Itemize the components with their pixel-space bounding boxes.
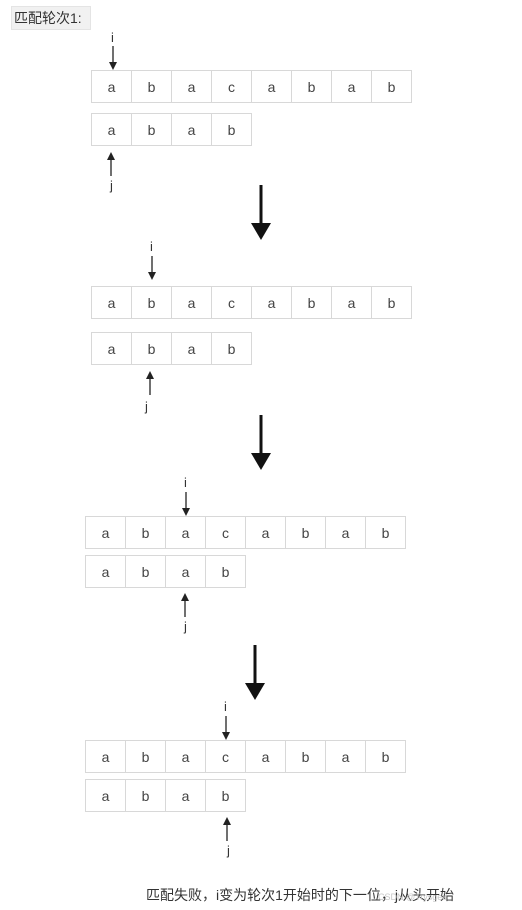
- text-cell: c: [205, 516, 246, 549]
- text-cell: a: [91, 70, 132, 103]
- text-cell: b: [285, 740, 326, 773]
- text-cell: a: [245, 516, 286, 549]
- down-arrow-icon: [251, 185, 271, 240]
- pointer-i-label: i: [150, 239, 153, 254]
- down-arrow-icon: [245, 645, 265, 700]
- text-row: a b a c a b a b: [91, 286, 412, 319]
- pattern-cell: a: [171, 332, 212, 365]
- text-cell: b: [371, 70, 412, 103]
- result-caption: 匹配失败，i变为轮次1开始时的下一位，j从头开始: [146, 887, 455, 903]
- pointer-i-label: i: [224, 699, 227, 714]
- pointer-j-arrow-icon: [223, 817, 231, 841]
- text-cell: b: [291, 286, 332, 319]
- text-cell: a: [171, 70, 212, 103]
- pattern-cell: a: [165, 555, 206, 588]
- pointer-i-label: i: [184, 475, 187, 490]
- pointer-j-label: j: [145, 399, 148, 414]
- text-cell: b: [131, 70, 172, 103]
- text-cell: a: [331, 70, 372, 103]
- pointer-j-label: j: [110, 178, 113, 193]
- pattern-cell: b: [205, 779, 246, 812]
- text-cell: a: [325, 740, 366, 773]
- pattern-row: a b a b: [85, 555, 246, 588]
- text-cell: a: [251, 286, 292, 319]
- pointer-j-label: j: [184, 619, 187, 634]
- pattern-cell: b: [125, 555, 166, 588]
- text-cell: b: [125, 740, 166, 773]
- pointer-j-arrow-icon: [107, 152, 115, 176]
- pattern-cell: a: [85, 555, 126, 588]
- text-cell: a: [85, 740, 126, 773]
- pattern-row: a b a b: [91, 113, 252, 146]
- pointer-j-label: j: [227, 843, 230, 858]
- pattern-cell: a: [91, 332, 132, 365]
- text-cell: b: [285, 516, 326, 549]
- pattern-row: a b a b: [91, 332, 252, 365]
- pointer-i-label: i: [111, 30, 114, 45]
- text-row: a b a c a b a b: [91, 70, 412, 103]
- pointer-i-arrow-icon: [148, 256, 156, 280]
- text-row: a b a c a b a b: [85, 740, 406, 773]
- text-cell: b: [371, 286, 412, 319]
- text-cell: b: [291, 70, 332, 103]
- text-cell: a: [245, 740, 286, 773]
- pattern-cell: b: [211, 113, 252, 146]
- pattern-cell: b: [131, 332, 172, 365]
- text-cell: a: [85, 516, 126, 549]
- pattern-cell: b: [125, 779, 166, 812]
- text-cell: c: [211, 70, 252, 103]
- text-cell: a: [325, 516, 366, 549]
- pointer-j-arrow-icon: [146, 371, 154, 395]
- pattern-cell: a: [165, 779, 206, 812]
- pointer-i-arrow-icon: [109, 46, 117, 70]
- pattern-cell: b: [211, 332, 252, 365]
- pattern-cell: a: [91, 113, 132, 146]
- text-cell: c: [211, 286, 252, 319]
- text-cell: b: [131, 286, 172, 319]
- pattern-cell: b: [131, 113, 172, 146]
- watermark: CSDN @Trysgeir: [378, 892, 448, 902]
- pointer-j-arrow-icon: [181, 593, 189, 617]
- text-cell: a: [91, 286, 132, 319]
- pattern-cell: a: [85, 779, 126, 812]
- text-row: a b a c a b a b: [85, 516, 406, 549]
- pattern-cell: b: [205, 555, 246, 588]
- pointer-i-arrow-icon: [222, 716, 230, 740]
- pattern-cell: a: [171, 113, 212, 146]
- text-cell: a: [171, 286, 212, 319]
- text-cell: c: [205, 740, 246, 773]
- text-cell: b: [365, 516, 406, 549]
- round-title: 匹配轮次1:: [11, 6, 91, 30]
- text-cell: b: [125, 516, 166, 549]
- text-cell: a: [165, 516, 206, 549]
- down-arrow-icon: [251, 415, 271, 470]
- text-cell: a: [251, 70, 292, 103]
- text-cell: a: [331, 286, 372, 319]
- pointer-i-arrow-icon: [182, 492, 190, 516]
- text-cell: b: [365, 740, 406, 773]
- pattern-row: a b a b: [85, 779, 246, 812]
- text-cell: a: [165, 740, 206, 773]
